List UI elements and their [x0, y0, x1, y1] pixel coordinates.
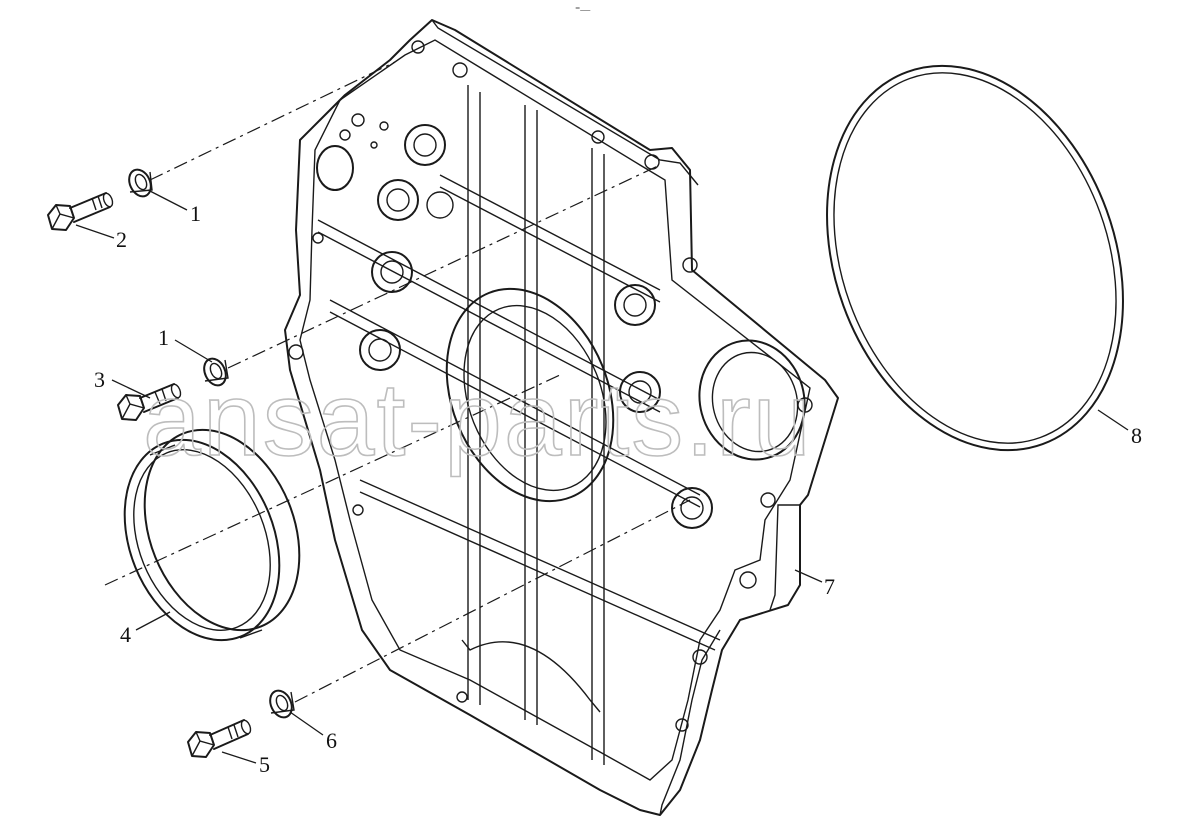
bolt-top [47, 192, 114, 231]
axis-line-mid-bolt [227, 164, 661, 369]
plate-outline [284, 19, 839, 816]
o-ring [826, 64, 1124, 452]
plate-main-bore [445, 287, 615, 503]
plate-bolt-holes [288, 40, 813, 732]
oil-seal [123, 428, 301, 642]
plate-bosses [359, 124, 713, 529]
header-mark: ⁼— [575, 5, 591, 16]
axis-lines [104, 61, 691, 703]
callout-1-middle: 1 [158, 325, 169, 350]
axis-line-seal [104, 374, 561, 586]
leader-lines [75, 189, 1129, 764]
washer-bottom [269, 689, 295, 719]
gear-housing-plate [284, 19, 839, 816]
callout-labels: 1 2 1 3 4 5 6 7 8 [94, 201, 1142, 777]
callout-2: 2 [116, 227, 127, 252]
plate-right-bore [698, 339, 806, 461]
callout-4: 4 [120, 622, 131, 647]
callout-7: 7 [824, 574, 835, 599]
axis-line-bottom-bolt [294, 499, 691, 703]
callout-8: 8 [1131, 423, 1142, 448]
callout-3: 3 [94, 367, 105, 392]
washer-top [128, 168, 153, 198]
bolt-bottom [187, 719, 252, 758]
callout-5: 5 [259, 752, 270, 777]
watermark-text: ansat-parts.ru [143, 362, 813, 478]
callout-1-top: 1 [190, 201, 201, 226]
callout-6: 6 [326, 728, 337, 753]
washer-middle [203, 357, 229, 387]
axis-line-top-bolt [149, 61, 396, 181]
